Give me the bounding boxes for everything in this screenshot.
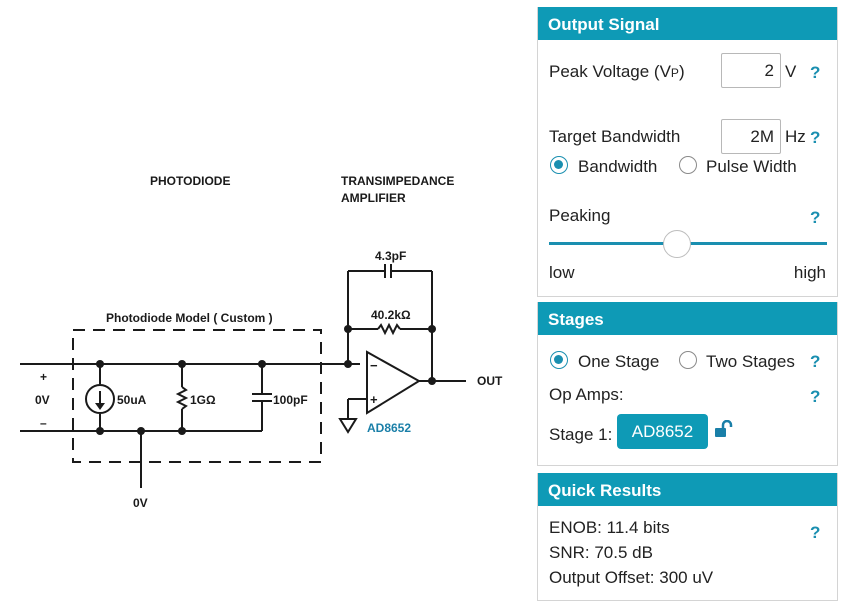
feedback-capacitance-label: 4.3pF [375,249,406,263]
radio-two-stages-label[interactable]: Two Stages [706,352,795,371]
opamp-minus-label: − [370,358,378,373]
quick-results-header: Quick Results [538,473,837,506]
peaking-slider-thumb[interactable] [662,230,691,258]
enob-result: ENOB: 11.4 bits [549,518,670,537]
target-bandwidth-input[interactable] [721,119,781,154]
feedback-resistor-symbol [377,322,401,336]
target-bandwidth-label: Target Bandwidth [549,127,681,146]
peaking-help-icon[interactable]: ? [810,208,821,227]
radio-bandwidth-icon[interactable] [550,156,568,174]
output-offset-result: Output Offset: 300 uV [549,568,714,587]
current-arrow-icon [95,403,105,410]
peak-voltage-unit: V [785,62,797,81]
target-bandwidth-help-icon[interactable]: ? [810,128,821,147]
opamp-part-label: AD8652 [367,421,411,435]
stages-panel: Stages One Stage Two Stages ? Op Amps: ?… [537,302,838,466]
peaking-high-label: high [793,263,826,282]
quick-results-help-icon[interactable]: ? [810,523,821,542]
radio-one-stage-label[interactable]: One Stage [578,352,660,371]
op-amps-help-icon[interactable]: ? [810,387,821,406]
op-amps-label: Op Amps: [549,385,624,404]
shunt-resistor-symbol [175,386,189,410]
tia-heading-line1: TRANSIMPEDANCE [341,174,454,188]
photodiode-heading: PHOTODIODE [150,174,230,188]
output-signal-header: Output Signal [538,7,837,40]
output-label: OUT [477,374,503,388]
radio-pulse-width-label[interactable]: Pulse Width [706,157,797,176]
peak-voltage-help-icon[interactable]: ? [810,63,821,82]
current-source-symbol [85,384,115,414]
shunt-resistance-label: 1GΩ [190,393,216,407]
peaking-low-label: low [549,263,575,282]
snr-result: SNR: 70.5 dB [549,543,653,562]
target-bandwidth-unit: Hz [785,127,806,146]
opamp-symbol [366,350,421,415]
stages-help-icon[interactable]: ? [810,352,821,371]
tia-heading-line2: AMPLIFIER [341,191,406,205]
unlock-icon[interactable] [714,420,734,438]
minus-sign: – [40,416,47,430]
radio-two-stages-icon[interactable] [679,351,697,369]
radio-pulse-width-icon[interactable] [679,156,697,174]
ground-voltage-label: 0V [133,496,148,510]
opamp-plus-label: + [370,392,378,407]
input-voltage-label: 0V [35,393,50,407]
peaking-label: Peaking [549,206,611,225]
radio-bandwidth-label[interactable]: Bandwidth [578,157,658,176]
photodiode-model-box [72,329,322,463]
radio-one-stage-icon[interactable] [550,351,568,369]
junction-capacitance-label: 100pF [273,393,308,407]
peak-voltage-label: Peak Voltage (VP) [549,62,685,81]
current-source-label: 50uA [117,393,147,407]
feedback-resistance-label: 40.2kΩ [371,308,411,322]
stage1-opamp-button[interactable]: AD8652 [617,414,708,449]
plus-sign: + [40,370,47,384]
stages-header: Stages [538,302,837,335]
quick-results-panel: Quick Results ENOB: 11.4 bits ? SNR: 70.… [537,473,838,601]
circuit-schematic: PHOTODIODE TRANSIMPEDANCE AMPLIFIER Phot… [20,174,503,510]
peak-voltage-input[interactable] [721,53,781,88]
opamp-ground-symbol [338,418,358,434]
output-signal-panel: Output Signal Peak Voltage (VP) V ? Targ… [537,7,838,297]
photodiode-model-label: Photodiode Model ( Custom ) [106,311,273,325]
stage1-label: Stage 1: [549,425,613,444]
